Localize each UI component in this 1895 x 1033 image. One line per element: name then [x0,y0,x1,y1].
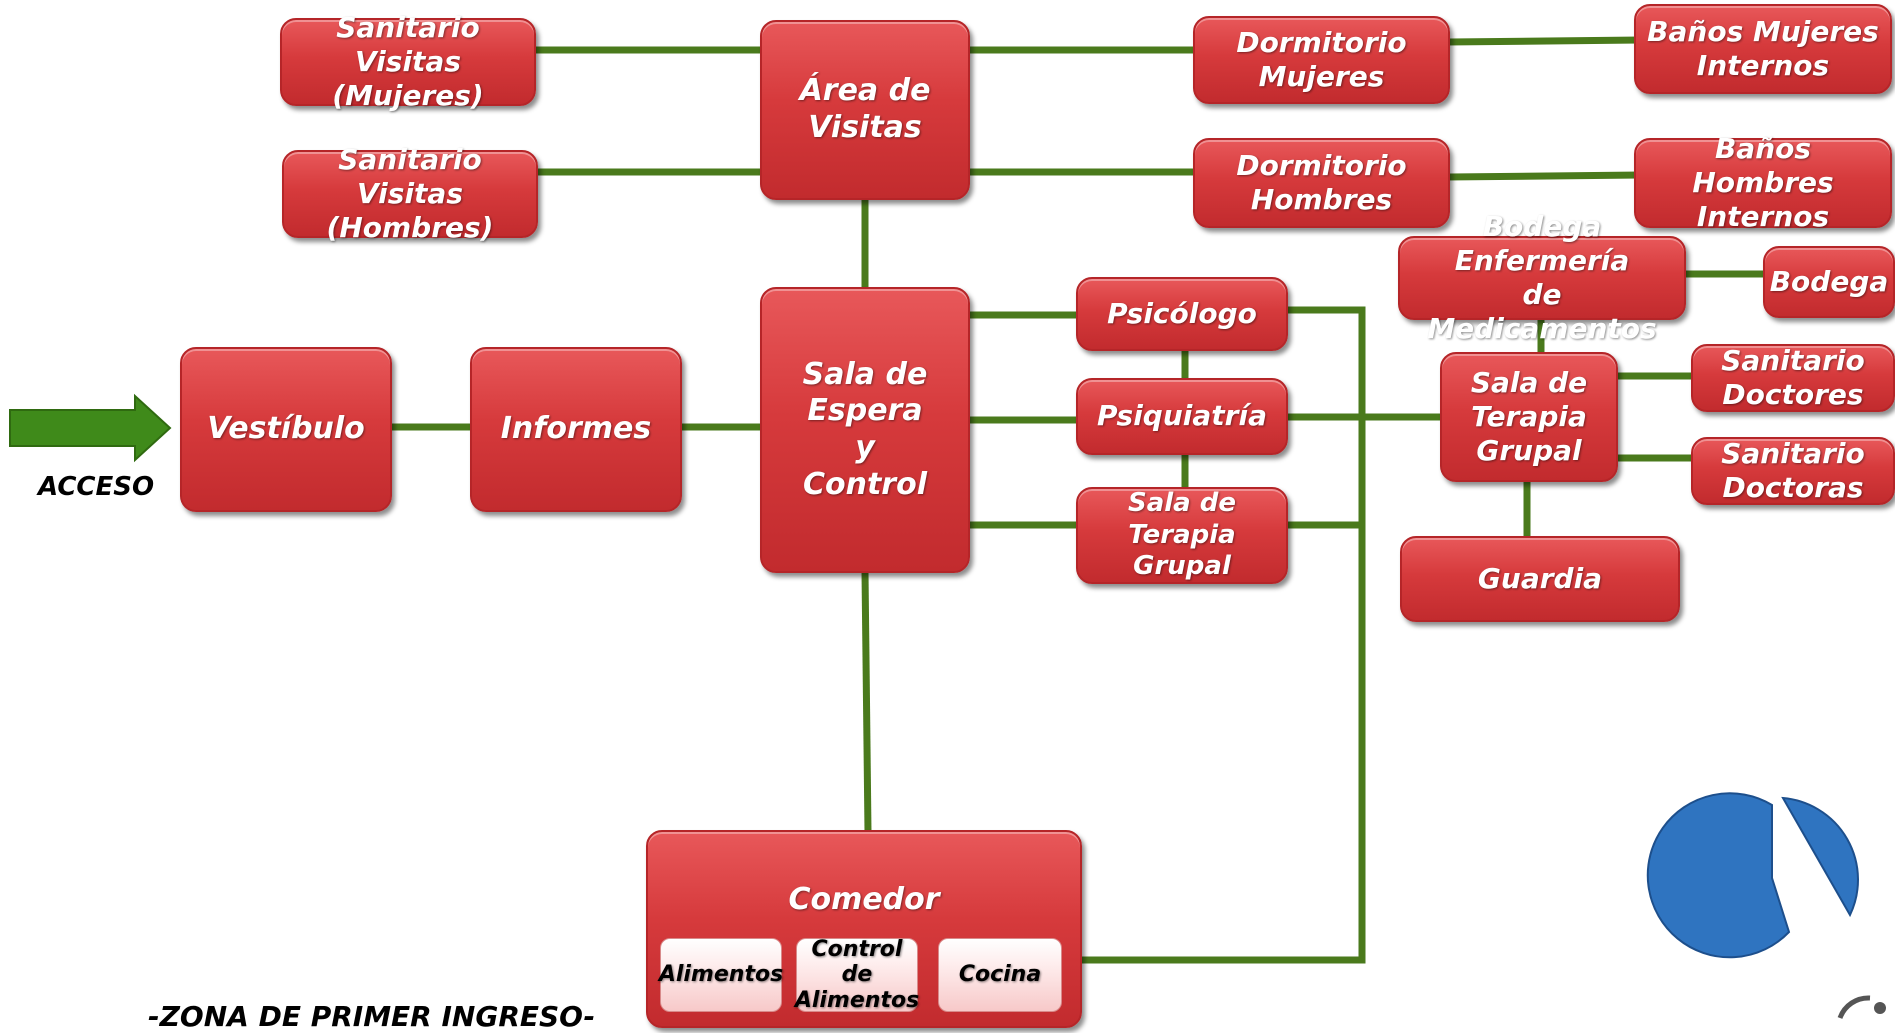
node-dormitorio-hombres: Dormitorio Hombres [1193,138,1450,228]
sub-alimentos: Alimentos [659,938,783,1012]
comedor-title: Comedor [788,882,940,917]
node-informes: Informes [470,347,682,512]
node-sanitario-doctores: Sanitario Doctores [1691,344,1895,412]
node-guardia: Guardia [1400,536,1680,622]
link-sala-comedor [861,568,872,836]
node-bodega-enfermeria: Bodega Enfermería de Medicamentos [1398,210,1686,345]
node-sanitario-visitas-mujeres: Sanitario Visitas (Mujeres) [280,11,536,112]
node-sanitario-visitas-hombres: Sanitario Visitas (Hombres) [282,143,538,244]
link-dorm-banos-mujeres [1446,36,1641,46]
node-banos-hombres: Baños Hombres Internos [1634,132,1892,233]
sub-cocina: Cocina [938,938,1062,1012]
node-psicologo: Psicólogo [1076,277,1288,351]
node-psiquiatria: Psiquiatría [1076,378,1288,455]
acceso-label: ACCESO [38,472,155,502]
node-sala-terapia-left: Sala de Terapia Grupal [1076,487,1288,584]
node-vestibulo: Vestíbulo [180,347,392,512]
node-comedor: Comedor Alimentos Control de Alimentos C… [646,830,1082,1028]
node-dormitorio-mujeres: Dormitorio Mujeres [1193,16,1450,104]
link-dorm-banos-hombres [1446,171,1641,181]
node-banos-mujeres: Baños Mujeres Internos [1634,4,1892,94]
node-bodega: Bodega [1763,246,1895,318]
zona-label: -ZONA DE PRIMER INGRESO- [148,1000,596,1033]
node-sala-espera: Sala de Espera y Control [760,287,970,573]
node-sala-terapia-right: Sala de Terapia Grupal [1440,352,1618,482]
access-arrow [9,393,172,463]
node-sanitario-doctoras: Sanitario Doctoras [1691,437,1895,505]
sub-control-alimentos: Control de Alimentos [794,937,920,1013]
logo-icon [1646,792,1886,1019]
node-area-visitas: Área de Visitas [760,20,970,200]
link-bus [1078,306,1366,964]
